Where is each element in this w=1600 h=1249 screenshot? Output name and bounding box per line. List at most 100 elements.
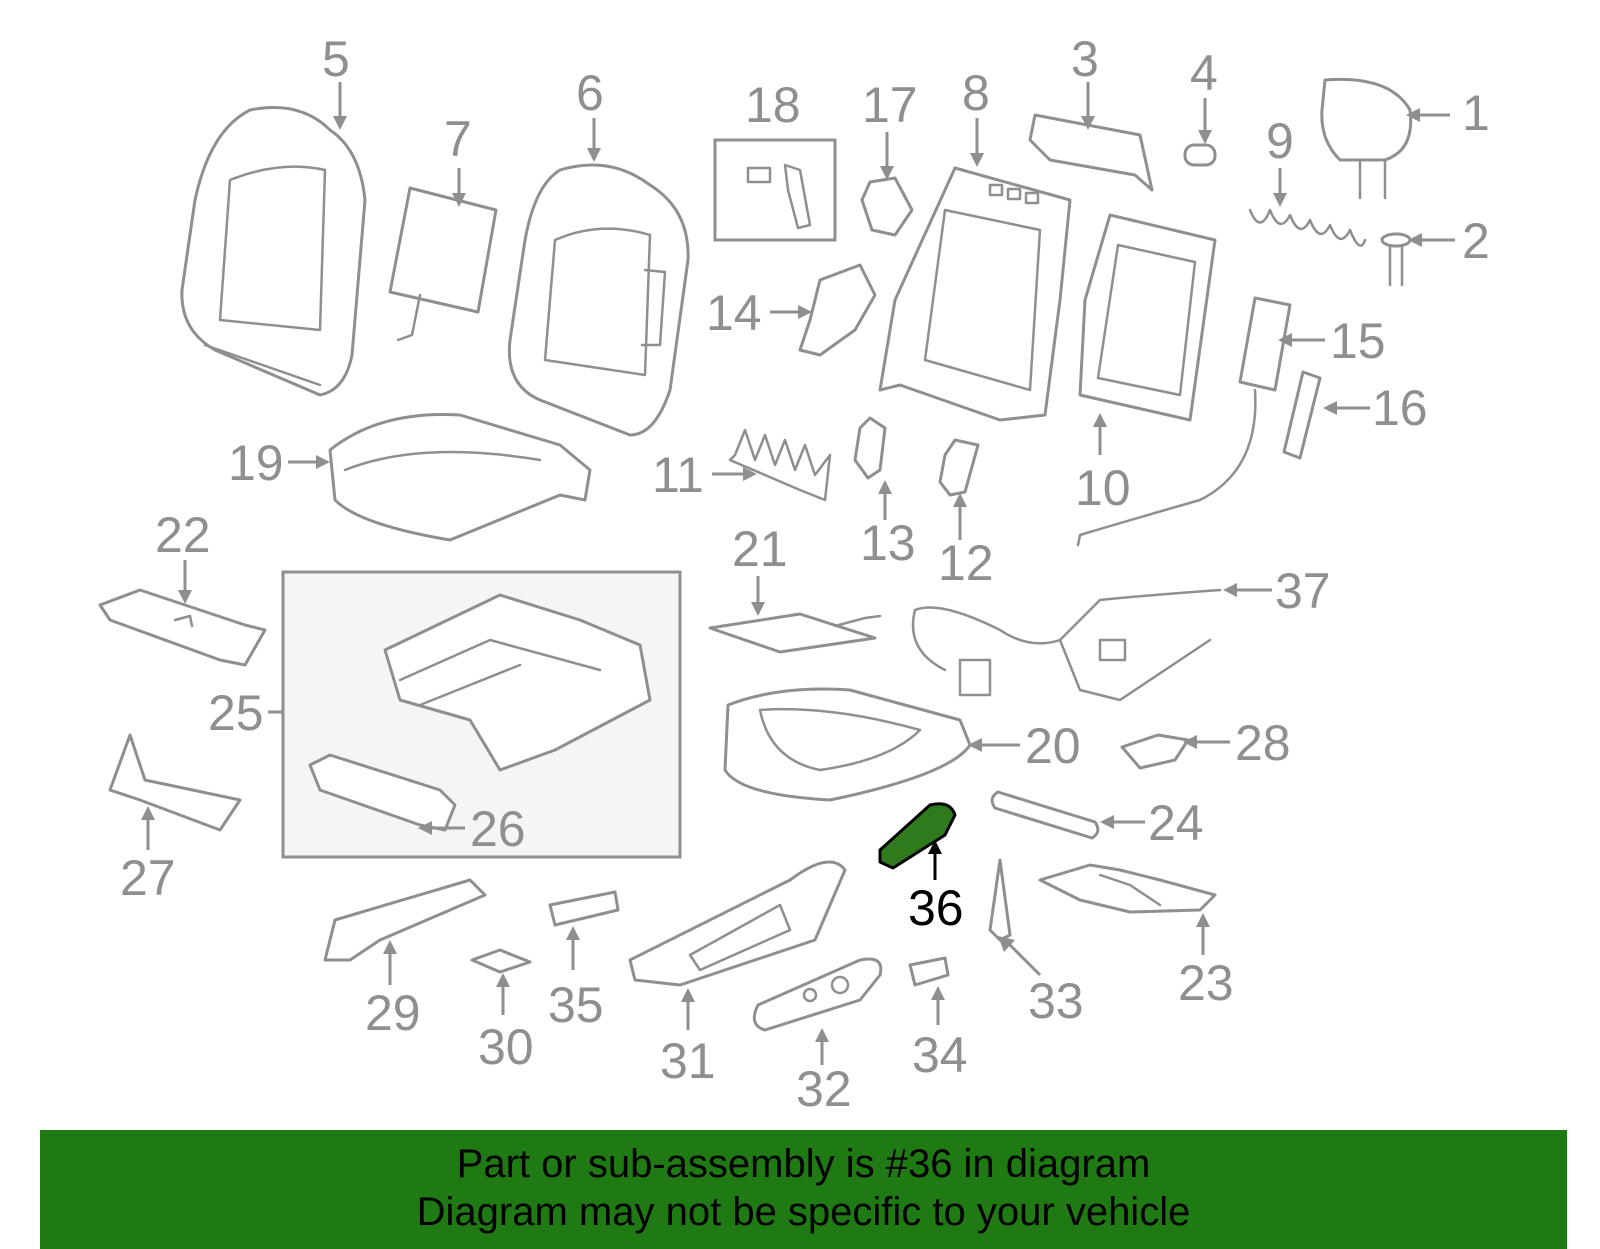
callout-20: 20 <box>968 718 1081 774</box>
svg-text:21: 21 <box>732 521 788 577</box>
seat-parts-diagram: 5 7 6 18 17 <box>98 31 1490 1117</box>
svg-text:26: 26 <box>470 801 526 857</box>
callout-24: 24 <box>1100 795 1204 851</box>
callout-13: 13 <box>860 480 916 571</box>
callout-1: 1 <box>1406 85 1490 141</box>
part-28-bracket <box>1120 733 1190 770</box>
callout-3: 3 <box>1071 31 1099 130</box>
callout-33: 33 <box>998 936 1084 1029</box>
part-9-spring <box>1248 208 1367 247</box>
banner-line-disclaimer: Diagram may not be specific to your vehi… <box>416 1190 1191 1234</box>
svg-text:20: 20 <box>1025 718 1081 774</box>
svg-text:1: 1 <box>1462 85 1490 141</box>
svg-text:16: 16 <box>1372 380 1428 436</box>
svg-text:17: 17 <box>862 77 918 133</box>
callout-22: 22 <box>155 507 211 604</box>
svg-text:36: 36 <box>908 880 964 936</box>
part-5-seat-back-cover <box>180 106 367 397</box>
svg-text:24: 24 <box>1148 795 1204 851</box>
svg-text:22: 22 <box>155 507 211 563</box>
svg-text:34: 34 <box>912 1027 968 1083</box>
callout-19: 19 <box>228 435 330 491</box>
svg-text:2: 2 <box>1462 213 1490 269</box>
part-10-back-panel <box>1078 213 1217 422</box>
part-29-trim <box>323 878 487 962</box>
callout-16: 16 <box>1323 380 1428 436</box>
part-37-harness <box>911 588 1222 702</box>
svg-text:15: 15 <box>1330 313 1386 369</box>
callout-21: 21 <box>732 521 788 616</box>
part-15-module <box>1076 296 1292 547</box>
svg-text:32: 32 <box>796 1061 852 1117</box>
banner-line-part: Part or sub-assembly is #36 in diagram <box>456 1142 1151 1186</box>
callout-34: 34 <box>912 986 968 1083</box>
svg-text:12: 12 <box>938 535 994 591</box>
svg-text:30: 30 <box>478 1019 534 1075</box>
svg-text:25: 25 <box>208 685 264 741</box>
callout-32: 32 <box>796 1028 852 1117</box>
callout-31: 31 <box>660 988 716 1089</box>
part-18-label-kit <box>713 138 837 242</box>
svg-text:8: 8 <box>962 65 990 121</box>
callout-35: 35 <box>548 926 604 1033</box>
callout-12: 12 <box>938 493 994 591</box>
part-2-pin <box>1380 232 1412 287</box>
callout-37: 37 <box>1223 563 1331 619</box>
part-16-trim <box>1282 370 1322 460</box>
svg-text:9: 9 <box>1266 113 1294 169</box>
part-34-knob <box>908 956 950 987</box>
part-35-block <box>548 890 620 927</box>
part-13-cover <box>853 416 887 480</box>
svg-text:11: 11 <box>652 447 704 503</box>
svg-text:37: 37 <box>1275 563 1331 619</box>
part-7-heater-pad <box>388 186 498 342</box>
part-4-clip <box>1183 143 1217 167</box>
callout-10: 10 <box>1075 413 1131 516</box>
part-3-bracket <box>1028 113 1154 192</box>
svg-text:6: 6 <box>576 65 604 121</box>
callout-6: 6 <box>576 65 604 162</box>
part-6-seat-back-cover <box>507 163 690 437</box>
callout-7: 7 <box>444 111 472 207</box>
svg-text:4: 4 <box>1190 45 1218 101</box>
callout-27: 27 <box>120 806 176 906</box>
svg-text:33: 33 <box>1028 973 1084 1029</box>
svg-text:19: 19 <box>228 435 284 491</box>
part-32-switch-bezel <box>752 957 883 1032</box>
part-23-plate <box>1038 863 1217 914</box>
svg-text:28: 28 <box>1235 715 1291 771</box>
part-33-trim <box>988 858 1012 942</box>
svg-text:18: 18 <box>745 77 801 133</box>
svg-text:35: 35 <box>548 977 604 1033</box>
callout-4: 4 <box>1190 45 1218 144</box>
svg-text:7: 7 <box>444 111 472 167</box>
part-21-mat <box>708 612 882 654</box>
callout-25: 25 <box>208 685 283 741</box>
notice-banner: Part or sub-assembly is #36 in diagram D… <box>40 1130 1567 1249</box>
callout-14: 14 <box>706 285 812 341</box>
part-14-panel <box>798 263 877 357</box>
svg-text:27: 27 <box>120 850 176 906</box>
svg-text:3: 3 <box>1071 31 1099 87</box>
callout-30: 30 <box>478 973 534 1075</box>
part-27-trim <box>108 733 242 832</box>
part-24-rod <box>990 790 1100 840</box>
part-36-highlighted-trim <box>878 802 957 870</box>
svg-text:14: 14 <box>706 285 762 341</box>
callout-28: 28 <box>1183 715 1291 771</box>
part-8-seat-back-frame <box>878 166 1072 422</box>
part-20-cushion-pad <box>723 687 972 802</box>
callout-8: 8 <box>962 65 990 167</box>
svg-text:13: 13 <box>860 515 916 571</box>
svg-text:31: 31 <box>660 1033 716 1089</box>
callout-5: 5 <box>322 31 350 130</box>
callout-17: 17 <box>862 77 918 180</box>
callout-26: 26 <box>418 801 526 857</box>
callout-29: 29 <box>365 940 421 1041</box>
part-31-side-shield <box>628 860 847 987</box>
part-22-trim <box>98 588 267 667</box>
callout-23: 23 <box>1178 913 1234 1011</box>
callout-18: 18 <box>745 77 801 133</box>
svg-text:29: 29 <box>365 985 421 1041</box>
callout-2: 2 <box>1408 213 1490 269</box>
